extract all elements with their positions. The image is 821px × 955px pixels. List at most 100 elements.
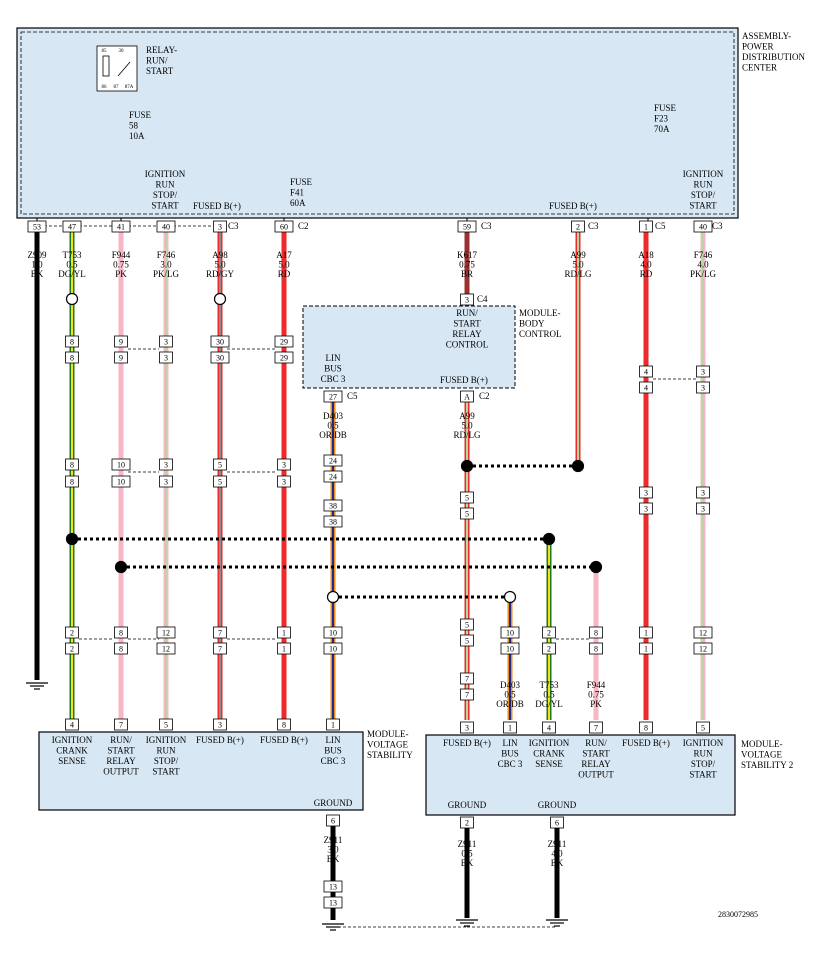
pin-label: 4 [70, 721, 74, 730]
pin-label: 3 [282, 461, 286, 470]
bcm-label: BUS [324, 364, 342, 374]
mvs2-pin-label: RUN/ [585, 738, 607, 748]
pdc-pin-3: 3 [213, 220, 227, 233]
mvs2-pin-4: 4 [542, 721, 556, 734]
pin-label: 12 [162, 629, 170, 638]
mvs-pin-label: CBC 3 [321, 756, 346, 766]
pin-7: 7 [213, 642, 227, 655]
pdc-pin-40: 40 [693, 220, 713, 233]
relay-pin: 87 [114, 85, 120, 90]
wire-z911c [554, 820, 560, 918]
relay-label: START [146, 66, 174, 76]
pin-label: 2 [465, 819, 469, 828]
wire-label-w_z911a: Z911 [324, 835, 343, 845]
wire-label-w_a98: A98 [212, 250, 228, 260]
pin-label: 8 [70, 461, 74, 470]
relay-label: RUN/ [146, 56, 168, 66]
wire-label-w_z911b: 0.5 [461, 849, 473, 859]
wire-label-w_z911b: Z911 [458, 839, 477, 849]
pin-8: 8 [65, 475, 79, 488]
mvs-pin-4: 4 [65, 718, 79, 731]
fuse-label: 10A [129, 131, 145, 141]
pin-label: A [464, 393, 470, 402]
pdc-label: START [689, 201, 717, 211]
mvs-pin-label: IGNITION [146, 735, 187, 745]
wire-a18 [643, 232, 649, 720]
wire-label-w_a99b: A99 [459, 411, 475, 421]
splices-layer [26, 292, 603, 931]
pin-label: 4 [644, 368, 648, 377]
pin-3: 3 [159, 335, 173, 348]
wire-label-w_z911a: BK [327, 854, 340, 864]
mvs2-pin-label: OUTPUT [578, 770, 614, 780]
pin-38: 38 [323, 499, 343, 512]
mvs2-pin-label: STOP/ [691, 759, 716, 769]
mvs-pin-label: STOP/ [154, 756, 179, 766]
pdc-label: IGNITION [145, 169, 186, 179]
pin-label: 3 [164, 354, 168, 363]
splice-dot [65, 532, 79, 546]
pin-12: 12 [156, 626, 176, 639]
wire-label-w_z911a: 3.0 [327, 845, 339, 855]
relay-coil [102, 55, 110, 77]
pdc-pin-2: 2 [571, 220, 585, 233]
pin-label: 1 [331, 721, 335, 730]
splice-dot [213, 292, 227, 306]
wire-label-w_a99b: 5.0 [461, 421, 473, 431]
wire-label-w_f746r: 4.0 [697, 260, 709, 270]
mvs2-pin-label: IGNITION [683, 738, 724, 748]
bcm-pin-3: 3 [460, 293, 474, 306]
pin-7: 7 [460, 688, 474, 701]
pin-8: 8 [589, 626, 603, 639]
pin-label: 8 [119, 645, 123, 654]
wire-z911a [330, 820, 336, 920]
mvs-pin-label: START [107, 746, 135, 756]
pin-8: 8 [65, 335, 79, 348]
wire-label-w_z909: BK [31, 269, 44, 279]
pin-3: 3 [696, 486, 710, 499]
pin-label: 12 [162, 645, 170, 654]
wire-label-w_t753: 0.5 [66, 260, 78, 270]
pin-3: 3 [159, 475, 173, 488]
ground-z911b [456, 919, 478, 927]
bcm-label: FUSED B(+) [440, 375, 488, 385]
wire-z909 [34, 232, 40, 680]
pin-3: 3 [639, 486, 653, 499]
mvs2-pin-label: LIN [503, 738, 518, 748]
mvs2-pin-label: FUSED B(+) [443, 738, 491, 748]
pin-label: 3 [644, 489, 648, 498]
pdc-name: CENTER [742, 63, 777, 73]
pin-label: 5 [465, 621, 469, 630]
relay-pin: 30 [119, 49, 125, 54]
pin-label: 7 [594, 724, 598, 733]
pin-label: 1 [282, 629, 286, 638]
wire-label-w_a18: A18 [638, 250, 654, 260]
pin-5: 5 [213, 458, 227, 471]
mvs-name: STABILITY [367, 750, 413, 760]
wire-label-w_a99: 5.0 [572, 260, 584, 270]
bcm-module [302, 305, 516, 389]
pin-label: 27 [329, 393, 337, 402]
wire-label-w_z911c: BK [551, 858, 564, 868]
pin-label: 10 [506, 645, 514, 654]
pin-label: 8 [282, 721, 286, 730]
pin-30: 30 [210, 351, 230, 364]
pin-label: 2 [547, 629, 551, 638]
pin-8: 8 [65, 351, 79, 364]
pin-label: 3 [701, 384, 705, 393]
wire-a99b-tracer [466, 398, 468, 720]
pdc-pin-40: 40 [156, 220, 176, 233]
fuse-label: FUSE [129, 110, 152, 120]
mvs-pin-label: BUS [324, 746, 342, 756]
wire-label-w_f944: 0.75 [113, 260, 129, 270]
pin-label: 7 [218, 629, 222, 638]
pin-label: 8 [594, 645, 598, 654]
pin-label: 8 [644, 724, 648, 733]
pin-30: 30 [210, 335, 230, 348]
connector-label: C2 [298, 221, 309, 231]
pdc-label: FUSED B(+) [549, 201, 597, 211]
pin-label: 3 [164, 338, 168, 347]
pin-label: 10 [329, 629, 337, 638]
pin-label: 4 [547, 724, 551, 733]
wire-label-w_d403: 0.5 [327, 421, 339, 431]
